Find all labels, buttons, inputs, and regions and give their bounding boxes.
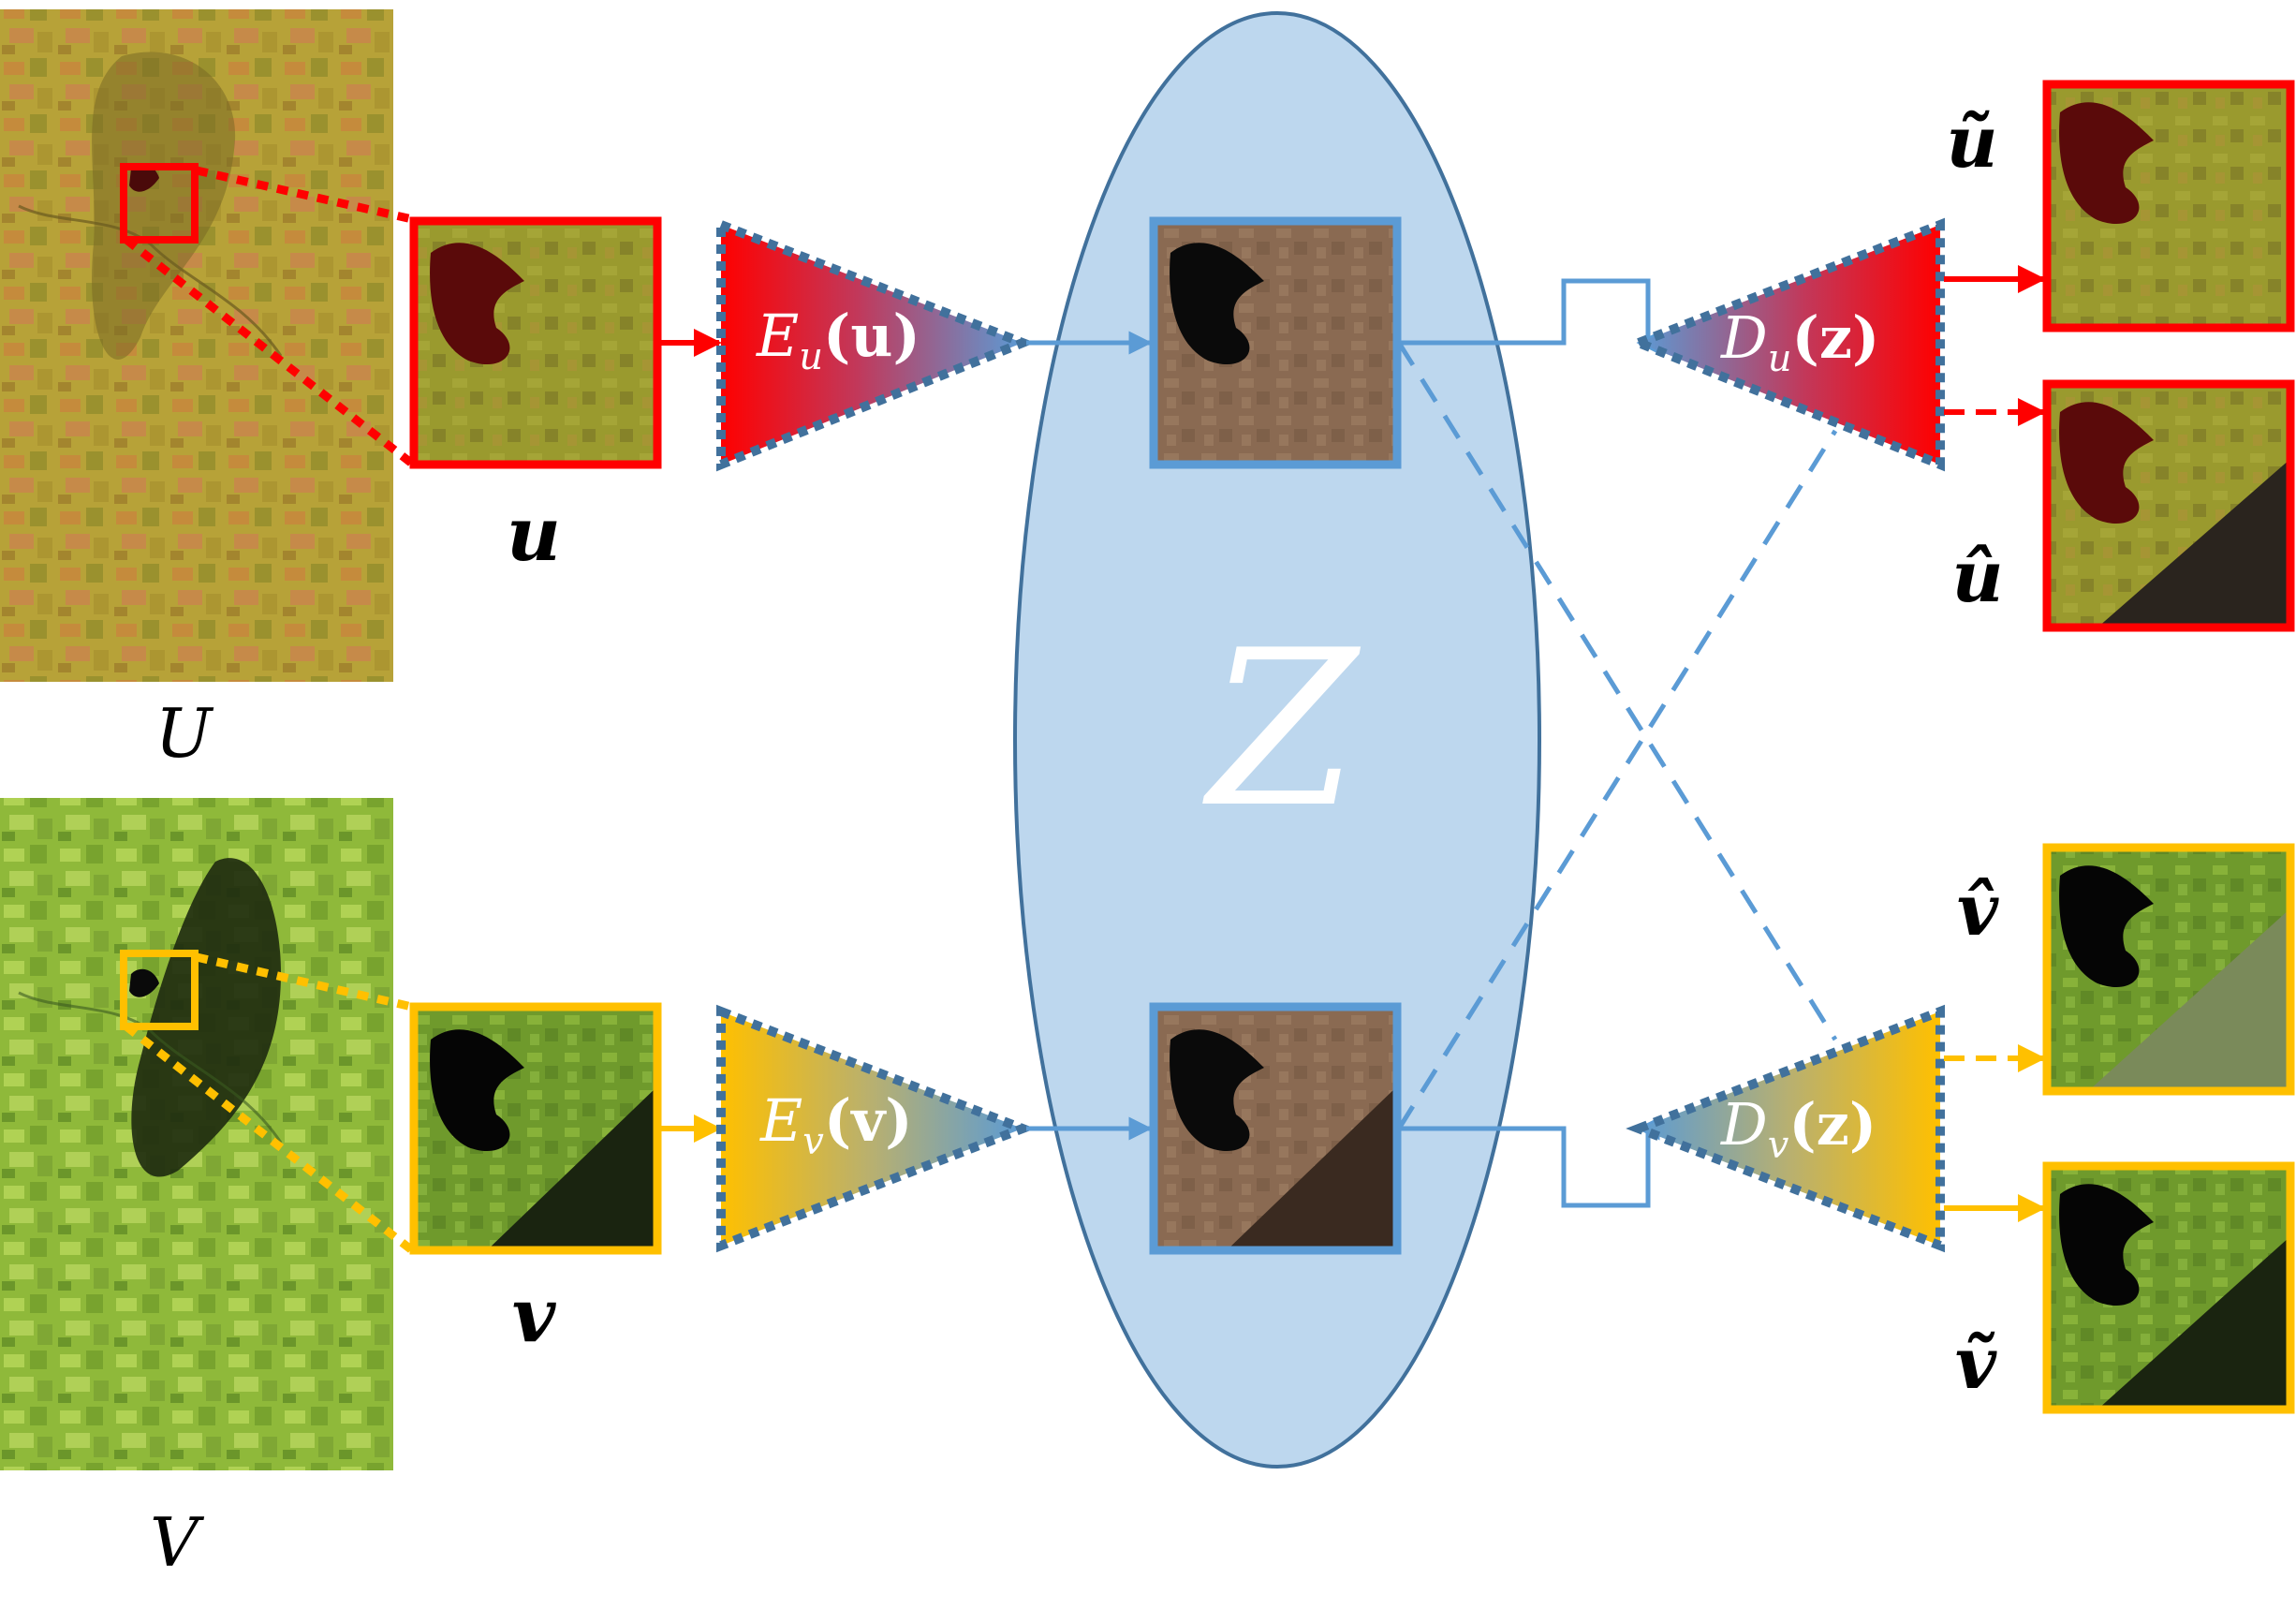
cross-link-u-to-v [1396,341,1838,1041]
label-u-hat: û [1951,535,2003,618]
label-v-tilde: ṽ [1955,1321,1997,1405]
latent-code-u [1149,216,1402,469]
label-v: v [512,1271,557,1359]
decoder-u-sub: u [1768,337,1792,380]
output-u-hat [2042,379,2295,632]
label-u-tilde: ũ [1946,100,1997,184]
label-U: U [155,694,214,773]
encoder-u [716,217,1036,472]
zoom-lines-v [124,952,415,1254]
encoder-v-arg: (v) [824,1086,913,1155]
patch-u [409,216,662,469]
output-v-hat [2042,843,2295,1096]
image-V [0,798,393,1470]
decoder-u-arg: (z) [1791,303,1879,372]
encoder-v [716,1004,1036,1253]
image-U [0,9,393,682]
encoder-u-name: E [756,302,799,370]
crop-box-v [120,950,199,1030]
label-v-hat: v̂ [1957,868,1999,952]
encoder-v-name: E [759,1086,802,1155]
output-u-tilde [2042,80,2295,332]
label-u: u [507,490,561,578]
encoder-u-label: Eu(u) [756,302,920,378]
crop-box-u [120,163,199,244]
decoder-u [1626,217,1945,472]
cross-link-v-to-u [1396,429,1838,1130]
encoder-u-sub: u [799,335,823,378]
decoder-u-name: D [1720,303,1768,372]
decoder-v-sub: v [1768,1124,1789,1167]
patch-v [409,1002,662,1255]
encoder-v-sub: v [802,1120,824,1163]
encoder-v-label: Ev(v) [759,1086,913,1163]
decoder-v [1626,1004,1945,1253]
latent-space [1013,11,1541,1469]
decoder-v-name: D [1720,1090,1768,1159]
decoder-v-arg: (z) [1788,1090,1877,1159]
label-V: V [150,1503,205,1582]
encoder-u-arg: (u) [823,302,920,370]
latent-code-v [1149,1002,1402,1255]
decoder-u-label: Du(z) [1720,303,1879,380]
output-v-tilde [2042,1161,2295,1414]
zoom-lines-u [124,166,415,467]
label-Z: Z [1202,605,1361,855]
decoder-v-label: Dv(z) [1720,1090,1877,1167]
